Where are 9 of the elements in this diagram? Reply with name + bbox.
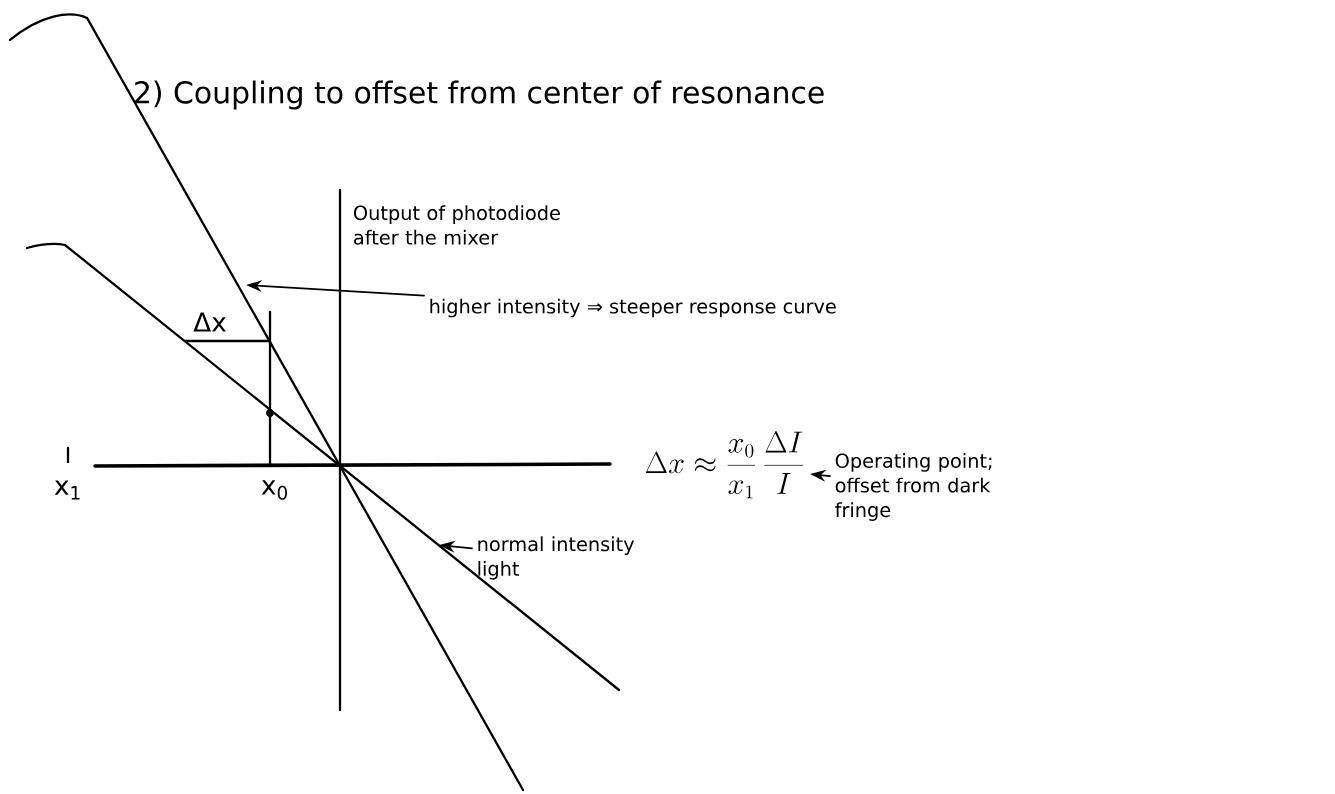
axis-label: x$_{0}$ <box>261 480 287 500</box>
label-text: Operating point; offset from dark fringe <box>835 453 992 521</box>
formula: $\Delta x \approx \frac{x_0}{x_1}\,\frac{\Delta I}{I}$ <box>645 430 804 499</box>
title: 2) Coupling to offset from center of resonance <box>135 80 824 110</box>
axis-label: x$_{1}$ <box>54 480 80 500</box>
label-text: higher intensity ⇒ steeper response curve <box>430 298 836 318</box>
label-text: normal intensity light <box>478 536 635 580</box>
axis-label: Output of photodiode after the mixer <box>354 205 560 245</box>
offset-label: Δx <box>193 312 226 332</box>
